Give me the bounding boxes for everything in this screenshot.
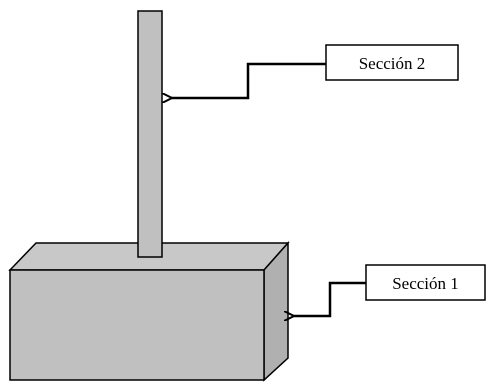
section-2-label: Sección 2 — [359, 54, 426, 73]
section-2-label-box: Sección 2 — [325, 44, 459, 81]
section-1-label-box: Sección 1 — [365, 264, 486, 301]
section-2-arrow — [170, 62, 326, 98]
section-1-label: Sección 1 — [392, 274, 459, 293]
section-1-block — [8, 241, 290, 382]
block-front-face — [9, 269, 265, 381]
section-1-arrow — [292, 281, 366, 316]
section-2-column — [137, 10, 163, 258]
